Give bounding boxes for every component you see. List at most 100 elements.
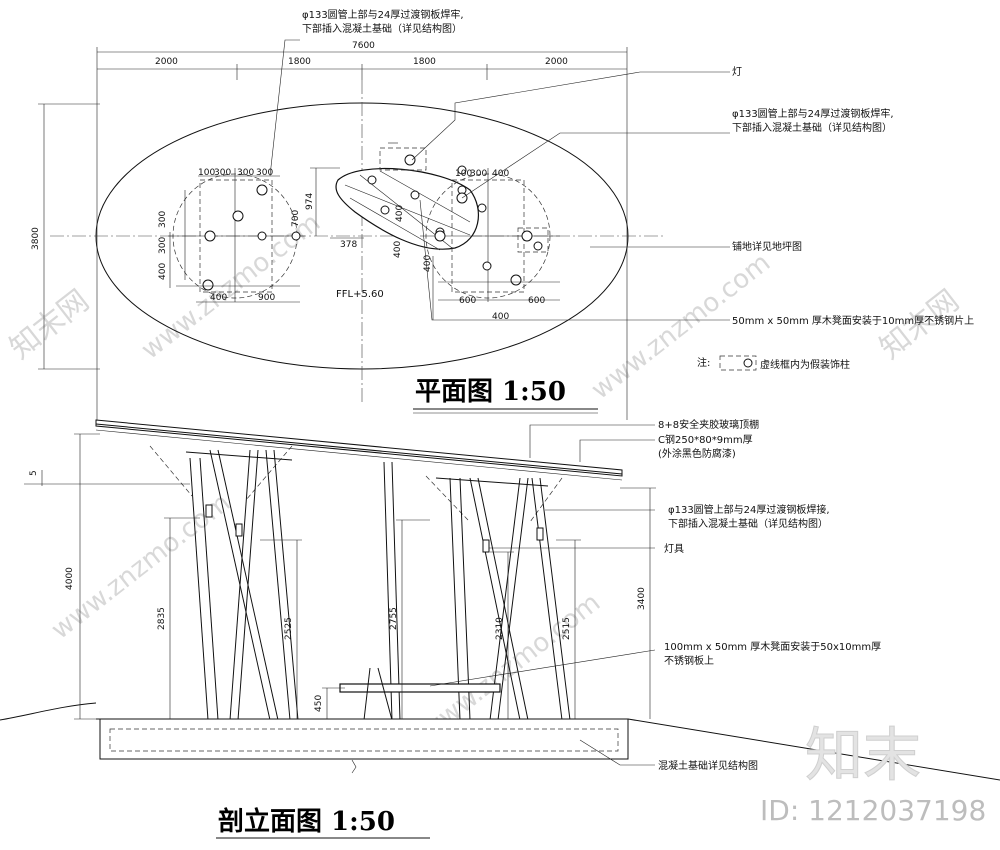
post-4	[202, 279, 214, 291]
watermark-text-1: www.znzmo.com	[136, 208, 326, 366]
plan-view: 7600 2000 1800 1800 2000 3800	[31, 8, 974, 420]
post-2	[256, 184, 268, 196]
post-6	[257, 231, 267, 241]
post-r4	[521, 230, 533, 242]
note-bench: 50mm x 50mm 厚木凳面安装于10mm厚不锈钢片上	[732, 314, 974, 327]
legend-dashed-box	[719, 355, 757, 371]
svg-text:300: 300	[237, 168, 254, 178]
svg-text:600: 600	[528, 296, 545, 306]
bench-seat	[339, 683, 501, 693]
svg-text:2835: 2835	[157, 607, 167, 630]
overall-dim: 7600	[352, 41, 375, 51]
dim-2000-right: 2000	[545, 57, 568, 67]
svg-text:2755: 2755	[389, 607, 399, 630]
glass-roof	[95, 419, 623, 477]
lamp-right-1	[482, 539, 490, 553]
svg-text:600: 600	[459, 296, 476, 306]
leader-top-pipe	[269, 39, 300, 177]
lamp-right-2	[536, 527, 544, 541]
svg-text:974: 974	[305, 193, 315, 210]
post-5	[291, 231, 301, 241]
post-r2	[477, 203, 487, 213]
svg-text:2515: 2515	[562, 617, 572, 640]
plan-title: 平面图 1:50	[415, 377, 566, 407]
svg-text:450: 450	[314, 695, 324, 712]
note-pipe: φ133圆管上部与24厚过渡钢板焊接,	[668, 503, 830, 516]
section-title: 剖立面图 1:50	[218, 806, 395, 837]
legend-prefix: 注:	[697, 356, 710, 369]
svg-text:400: 400	[158, 263, 168, 280]
svg-text:400: 400	[395, 205, 405, 222]
steel-beam	[95, 429, 623, 481]
note-bench-elev-2: 不锈钢板上	[664, 654, 714, 667]
svg-text:700: 700	[291, 210, 301, 227]
leader-steel	[579, 439, 655, 462]
leader-bench	[419, 199, 730, 321]
svg-text:2525: 2525	[284, 617, 294, 640]
svg-text:300: 300	[256, 168, 273, 178]
post-r7	[482, 261, 492, 271]
note-right-pipe: φ133圆管上部与24厚过渡钢板焊牢,	[732, 107, 894, 120]
svg-text:400: 400	[210, 293, 227, 303]
note-pipe-2: 下部插入混凝土基础（详见结构图）	[668, 517, 828, 530]
lamp-left-2	[235, 523, 243, 537]
note-paving: 铺地详见地坪图	[732, 240, 802, 253]
brand-logo: 知末	[805, 721, 921, 789]
note-foundation: 混凝土基础详见结构图	[658, 759, 758, 772]
leader-foundation	[579, 739, 655, 766]
post-r6	[510, 274, 522, 286]
watermark-cn-1: 知末网	[3, 283, 95, 366]
watermark-layer: www.znzmo.com www.znzmo.com www.znzmo.co…	[3, 208, 965, 746]
svg-text:300: 300	[158, 211, 168, 228]
note-steel-2: (外涂黑色防腐漆)	[658, 447, 736, 460]
svg-text:4000: 4000	[65, 567, 75, 590]
svg-text:100: 100	[198, 168, 215, 178]
note-lamp: 灯	[732, 66, 742, 78]
svg-text:100: 100	[455, 169, 472, 179]
right-columns-elevation	[383, 461, 571, 721]
note-steel: C钢250*80*9mm厚	[658, 433, 753, 446]
dim-2000-left: 2000	[155, 57, 178, 67]
svg-text:3400: 3400	[637, 587, 647, 610]
svg-text:378: 378	[340, 240, 357, 250]
post-3	[232, 210, 244, 222]
note-lamp-elev: 灯具	[664, 543, 684, 555]
foundation	[99, 718, 629, 760]
section-view: 4000 5 2835 2525 2755 2310 2515 3400 450…	[0, 418, 1000, 839]
svg-text:400: 400	[492, 169, 509, 179]
svg-text:300: 300	[214, 168, 231, 178]
svg-text:5: 5	[29, 470, 39, 476]
svg-text:400: 400	[393, 241, 403, 258]
left-columns-elevation	[149, 445, 299, 721]
lamp-plan	[379, 142, 427, 171]
lamp-left-1	[205, 504, 213, 518]
note-glass: 8+8安全夹胶玻璃顶棚	[658, 418, 759, 431]
svg-text:300: 300	[470, 169, 487, 179]
brand-mark: 知末 ID: 1212037198	[760, 721, 986, 828]
leader-glass	[529, 424, 655, 458]
legend-text: 虚线框内为假装饰柱	[760, 358, 850, 371]
height-dim: 3800	[31, 227, 41, 250]
lamp-icon	[404, 154, 416, 166]
leader-lamp	[411, 71, 730, 161]
leader-bench-elev	[429, 649, 656, 687]
legend: 注: 虚线框内为假装饰柱	[697, 355, 850, 371]
brand-id: ID: 1212037198	[760, 794, 986, 827]
svg-text:400: 400	[492, 312, 509, 322]
ground-left	[0, 702, 97, 721]
note-top-pipe: φ133圆管上部与24厚过渡钢板焊牢,	[302, 8, 464, 21]
ground-right	[627, 718, 1000, 781]
leaf-bench-outline	[335, 167, 479, 250]
right-column-group: 100 300 400 600 400 600 400	[420, 168, 560, 322]
post-1	[204, 230, 216, 242]
left-column-group: 100 300 300 300 700 300 300 400 400 900	[158, 168, 305, 303]
note-bench-elev: 100mm x 50mm 厚木凳面安装于50x10mm厚	[664, 640, 881, 653]
post-r5	[533, 241, 543, 251]
svg-text:900: 900	[258, 293, 275, 303]
svg-text:2310: 2310	[495, 617, 505, 640]
svg-text:300: 300	[158, 237, 168, 254]
post-r3	[434, 230, 446, 242]
note-right-pipe-2: 下部插入混凝土基础（详见结构图）	[732, 121, 892, 134]
leader-right-pipe	[461, 132, 730, 199]
